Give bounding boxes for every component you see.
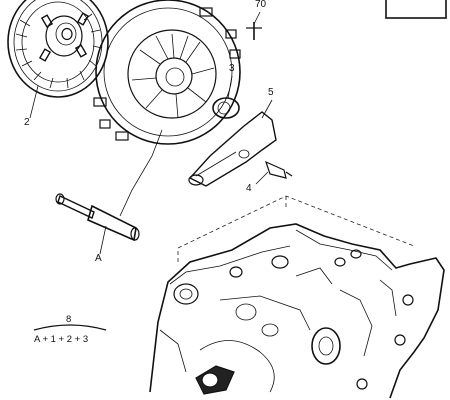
bolt-70: [246, 22, 262, 40]
leader-A: [99, 225, 107, 255]
release-bearing: [212, 97, 240, 119]
release-fork: [188, 111, 277, 187]
leader-5: [261, 99, 273, 119]
mounting-dashed-outline: [177, 195, 415, 262]
callout-2: 2: [24, 117, 30, 128]
leader-4: [255, 171, 269, 185]
leader-2: [29, 85, 39, 119]
fork-shaft-detail: [195, 365, 235, 395]
leader-70: [253, 11, 261, 25]
callout-4: 4: [246, 183, 252, 194]
callout-5: 5: [268, 87, 274, 98]
reference-frame-box: [385, 0, 447, 19]
callout-70: 70: [255, 0, 267, 10]
clutch-disc: [7, 0, 109, 98]
callout-3: 3: [229, 63, 235, 74]
callout-A: A: [95, 253, 102, 264]
centering-tool: [55, 193, 140, 242]
alignment-line: [119, 129, 163, 217]
gearbox-housing: [149, 223, 445, 399]
pivot-stud: [265, 160, 293, 179]
formula-top: 8: [66, 314, 72, 325]
formula-bottom: A + 1 + 2 + 3: [34, 334, 89, 345]
pressure-plate: [93, 0, 241, 145]
leader-3: [227, 75, 233, 99]
formula-bracket: [33, 324, 107, 331]
